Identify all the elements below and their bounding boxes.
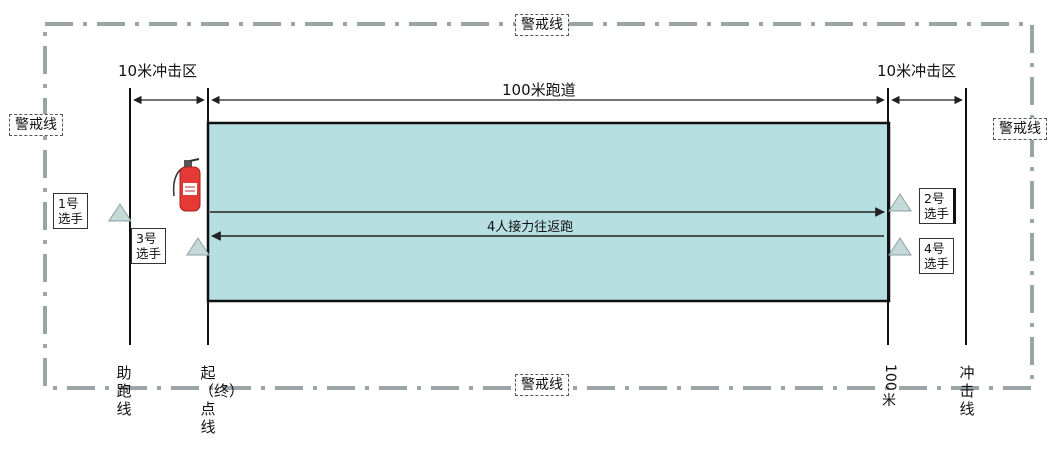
cordon-tag-right: 警戒线: [993, 118, 1047, 140]
track-length-label: 100米跑道: [502, 81, 576, 99]
cordon-tag-top: 警戒线: [515, 14, 569, 36]
player-1-label: 1号选手: [53, 193, 89, 229]
player-2-label: 2号选手: [919, 188, 957, 224]
impact-line-label: 冲击线: [959, 364, 975, 418]
cordon-tag-bottom: 警戒线: [515, 374, 569, 396]
fire-extinguisher-icon: [172, 158, 201, 212]
start-finish-line-label: 起（终）点线: [199, 364, 245, 436]
player-4-marker: [888, 237, 912, 256]
right-impact-zone-label: 10米冲击区: [877, 62, 957, 80]
player-2-marker: [888, 193, 912, 212]
player-4-label: 4号选手: [919, 238, 955, 274]
hundred-meter-line-label: 100 米: [882, 364, 898, 409]
relay-label: 4人接力往返跑: [487, 220, 574, 235]
player-3-label: 3号选手: [131, 228, 167, 264]
player-1-marker: [108, 203, 132, 222]
cordon-tag-left: 警戒线: [9, 114, 63, 136]
run-up-line-label: 助跑线: [116, 364, 132, 418]
player-3-marker: [186, 237, 210, 256]
left-impact-zone-label: 10米冲击区: [118, 62, 198, 80]
